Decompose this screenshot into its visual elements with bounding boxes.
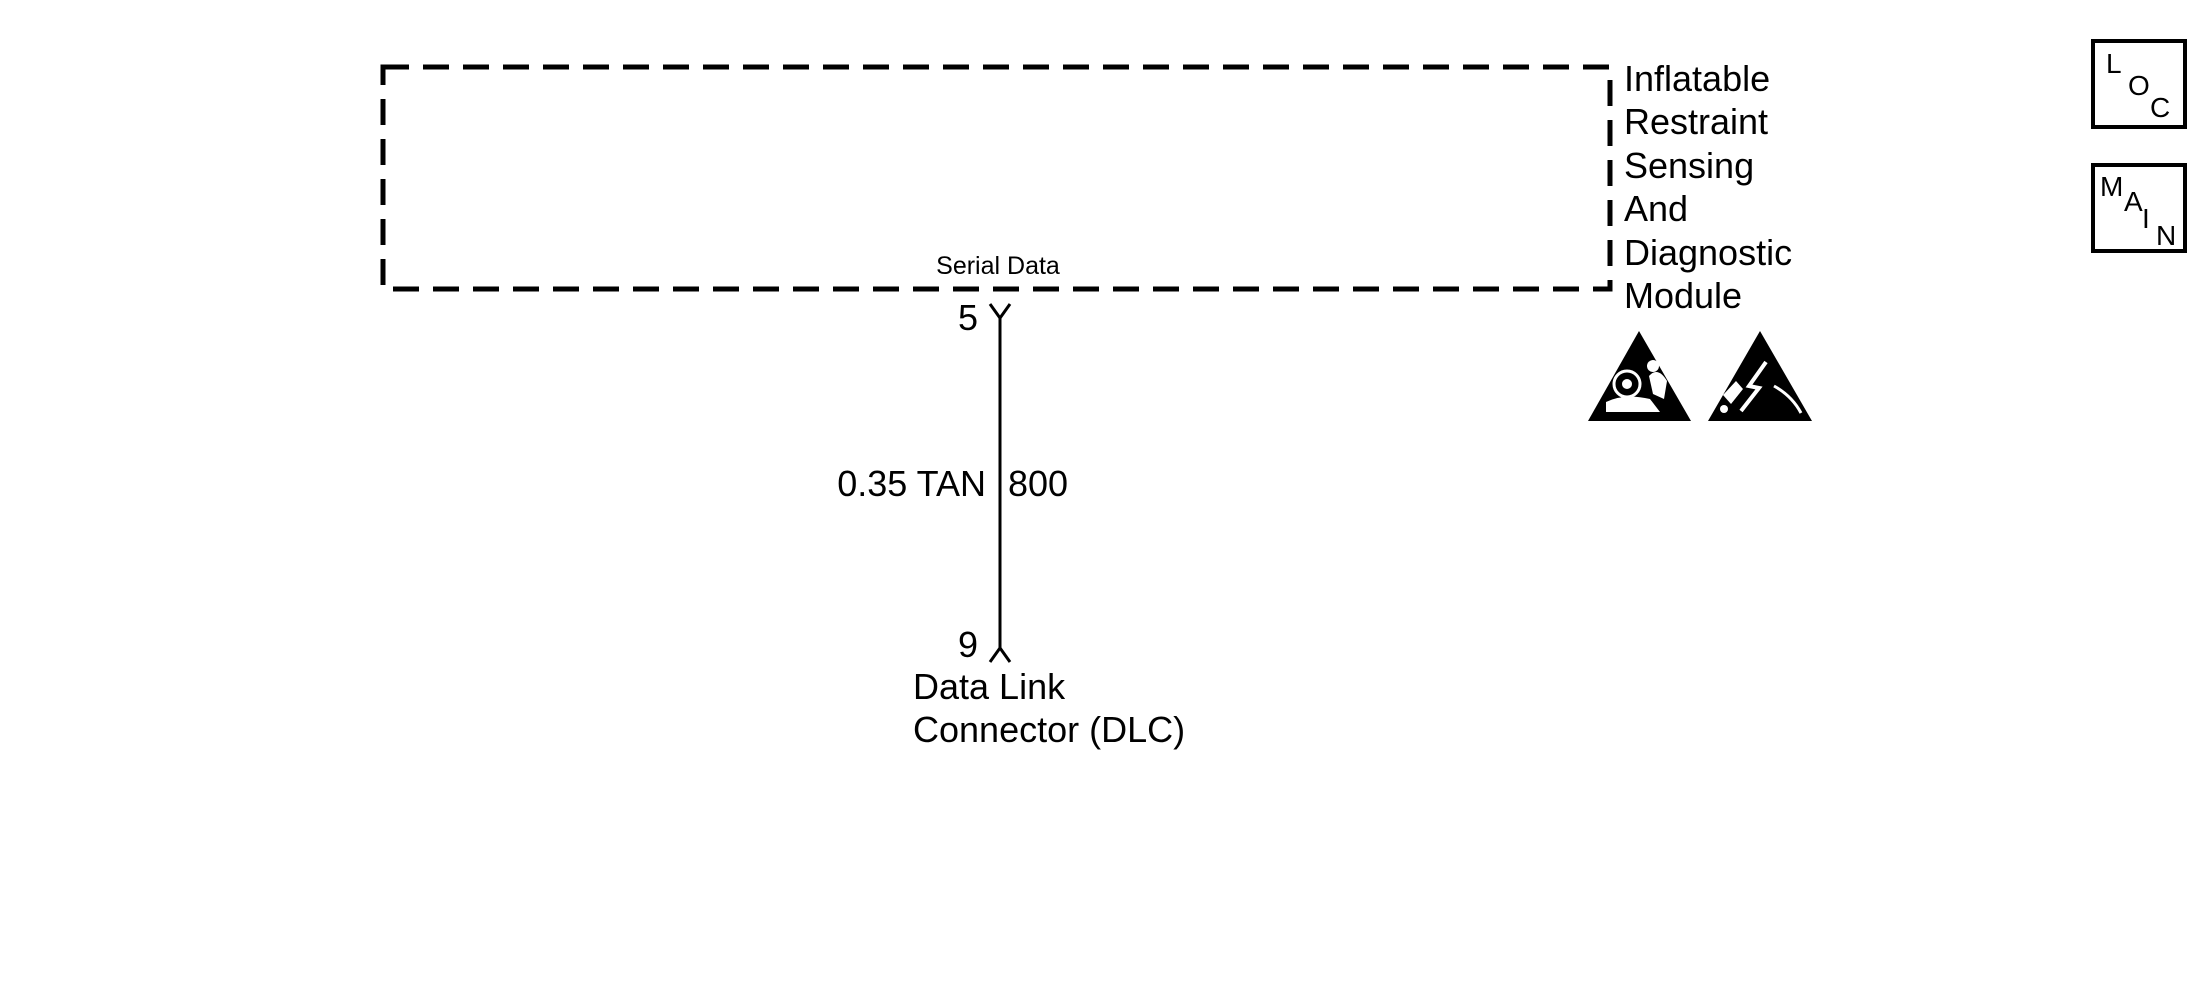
dlc-pin-connector-symbol xyxy=(988,645,1012,663)
esd-warning-icon xyxy=(1708,331,1812,421)
svg-text:O: O xyxy=(2128,70,2150,101)
main-nav-button[interactable]: M A I N xyxy=(2091,163,2187,253)
dlc-pin-number: 9 xyxy=(958,624,978,665)
module-pin-number: 5 xyxy=(958,297,978,338)
module-name: Inflatable Restraint Sensing And Diagnos… xyxy=(1624,58,1802,316)
module-pin-connector-symbol xyxy=(988,303,1012,321)
svg-text:L: L xyxy=(2106,48,2122,79)
module-outline xyxy=(380,64,1613,292)
svg-text:M: M xyxy=(2100,171,2123,202)
wire-size-color: 0.35 TAN xyxy=(837,463,986,504)
svg-text:N: N xyxy=(2156,220,2176,251)
wire-circuit-number: 800 xyxy=(1008,463,1068,504)
circuit-label: Serial Data xyxy=(936,252,1060,280)
svg-text:C: C xyxy=(2150,92,2170,123)
svg-text:I: I xyxy=(2142,203,2150,234)
airbag-warning-icon xyxy=(1588,331,1691,421)
loc-nav-button[interactable]: L O C xyxy=(2091,39,2187,129)
svg-text:A: A xyxy=(2124,186,2143,217)
connector-name: Data Link Connector (DLC) xyxy=(913,666,1185,750)
